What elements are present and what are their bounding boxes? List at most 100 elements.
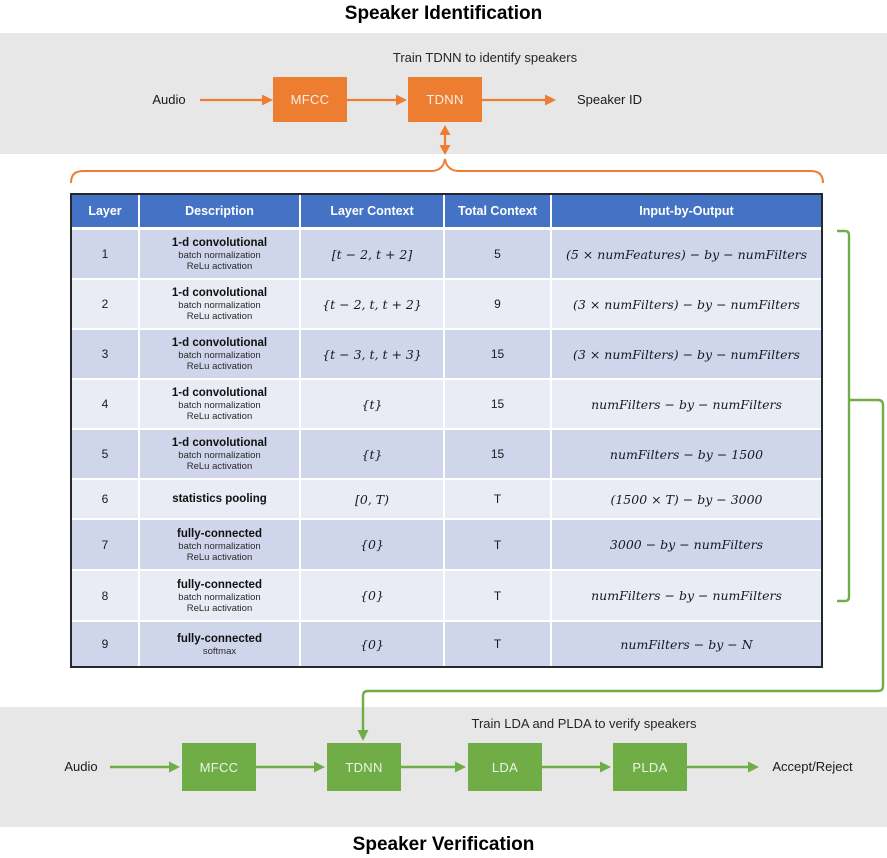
cell-layer-context: {t} <box>301 380 445 430</box>
description-subline: ReLu activation <box>186 361 253 372</box>
plda-node-verification: PLDA <box>613 743 687 791</box>
column-header: Layer <box>72 195 140 230</box>
cell-input-by-output: (3 × numFilters) − by − numFilters <box>552 280 821 330</box>
description-subline: softmax <box>202 645 237 657</box>
column-header: Description <box>140 195 301 230</box>
cell-input-by-output: numFilters − by − numFilters <box>552 571 821 622</box>
description-subline: ReLu activation <box>186 261 253 272</box>
cell-input-by-output: (3 × numFilters) − by − numFilters <box>552 330 821 380</box>
cell-description: statistics pooling <box>140 480 301 520</box>
cell-layer: 5 <box>72 430 140 480</box>
description-subline: batch normalization <box>178 250 261 261</box>
cell-layer: 4 <box>72 380 140 430</box>
cell-total-context: 15 <box>445 330 552 380</box>
lda-node-verification: LDA <box>468 743 542 791</box>
identification-caption: Train TDNN to identify speakers <box>392 50 578 65</box>
cell-layer-context: [t − 2, t + 2] <box>301 230 445 280</box>
accept-reject-label: Accept/Reject <box>772 759 853 774</box>
cell-total-context: T <box>445 480 552 520</box>
cell-layer-context: {t − 2, t, t + 2} <box>301 280 445 330</box>
description-subline: batch normalization <box>178 591 261 603</box>
verification-caption: Train LDA and PLDA to verify speakers <box>471 716 697 731</box>
cell-layer: 8 <box>72 571 140 622</box>
cell-total-context: 15 <box>445 380 552 430</box>
cell-total-context: 5 <box>445 230 552 280</box>
cell-layer: 2 <box>72 280 140 330</box>
description-subline: ReLu activation <box>186 411 253 422</box>
description-main: 1-d convolutional <box>171 237 268 249</box>
description-main: 1-d convolutional <box>171 287 268 299</box>
description-main: 1-d convolutional <box>171 387 268 399</box>
speaker-id-label: Speaker ID <box>576 92 643 107</box>
cell-layer: 1 <box>72 230 140 280</box>
audio-label-identification: Audio <box>152 92 186 107</box>
table-row: 6 statistics pooling [0, T)T(1500 × T) − b… <box>72 480 821 520</box>
cell-layer-context: [0, T) <box>301 480 445 520</box>
description-main: 1-d convolutional <box>171 337 268 349</box>
mfcc-node-verification: MFCC <box>182 743 256 791</box>
description-subline: ReLu activation <box>186 461 253 472</box>
description-main: fully-connected <box>177 578 262 591</box>
tdnn-node-identification: TDNN <box>408 77 482 122</box>
description-subline: ReLu activation <box>186 602 253 614</box>
cell-layer-context: {0} <box>301 571 445 622</box>
cell-layer: 7 <box>72 520 140 571</box>
cell-layer: 9 <box>72 622 140 666</box>
description-subline: ReLu activation <box>186 551 253 563</box>
description-subline: batch normalization <box>178 300 261 311</box>
description-main: fully-connected <box>177 527 262 540</box>
page-title-verification: Speaker Verification <box>352 834 535 855</box>
cell-layer-context: {0} <box>301 622 445 666</box>
cell-total-context: 9 <box>445 280 552 330</box>
description-subline: batch normalization <box>178 540 261 552</box>
page-title-identification: Speaker Identification <box>344 3 543 24</box>
cell-layer-context: {0} <box>301 520 445 571</box>
mfcc-node-identification: MFCC <box>273 77 347 122</box>
cell-input-by-output: numFilters − by − numFilters <box>552 380 821 430</box>
cell-layer-context: {t} <box>301 430 445 480</box>
description-subline: ReLu activation <box>186 311 253 322</box>
cell-total-context: 15 <box>445 430 552 480</box>
cell-layer: 6 <box>72 480 140 520</box>
column-header: Input-by-Output <box>552 195 821 230</box>
table-rows-bracket-icon <box>837 229 851 603</box>
cell-layer-context: {t − 3, t, t + 3} <box>301 330 445 380</box>
description-main: statistics pooling <box>172 493 267 505</box>
cell-layer: 3 <box>72 330 140 380</box>
description-subline: batch normalization <box>178 450 261 461</box>
table-brace-icon <box>70 158 824 184</box>
cell-total-context: T <box>445 571 552 622</box>
cell-total-context: T <box>445 520 552 571</box>
cell-input-by-output: 3000 − by − numFilters <box>552 520 821 571</box>
cell-input-by-output: (1500 × T) − by − 3000 <box>552 480 821 520</box>
cell-total-context: T <box>445 622 552 666</box>
description-main: 1-d convolutional <box>171 437 268 449</box>
description-subline: batch normalization <box>178 400 261 411</box>
column-header: Layer Context <box>301 195 445 230</box>
description-subline: batch normalization <box>178 350 261 361</box>
audio-label-verification: Audio <box>64 759 98 774</box>
description-main: fully-connected <box>177 632 262 645</box>
tdnn-node-verification: TDNN <box>327 743 401 791</box>
cell-input-by-output: (5 × numFeatures) − by − numFilters <box>552 230 821 280</box>
cell-input-by-output: numFilters − by − N <box>552 622 821 666</box>
